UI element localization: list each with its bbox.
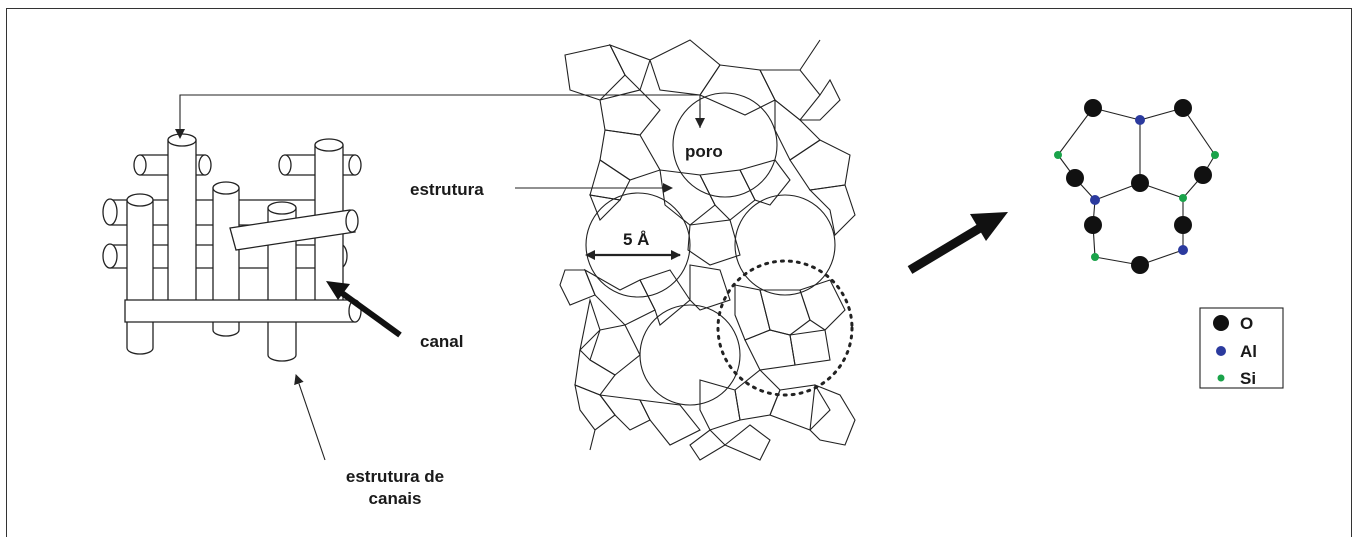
legend-oxygen-swatch xyxy=(1213,315,1229,331)
legend-silicon-label: Si xyxy=(1240,369,1256,388)
vertical-tube xyxy=(167,133,197,307)
legend-silicon-swatch xyxy=(1217,374,1225,382)
big-arrowhead xyxy=(970,212,1008,241)
channel-structure-arrow xyxy=(294,374,326,461)
oxygen-atom xyxy=(1131,256,1149,274)
big-arrow-shaft xyxy=(907,221,988,274)
oxygen-atom xyxy=(1194,166,1212,184)
vertical-tube xyxy=(212,181,240,337)
silicon-atom xyxy=(1091,253,1099,261)
pore-ring xyxy=(639,304,741,406)
horizontal-tube xyxy=(229,209,359,251)
canal-arrow-shaft xyxy=(333,285,402,338)
figure-frame xyxy=(6,8,1352,537)
silicon-atom xyxy=(1211,151,1219,159)
channel-structure-drawing xyxy=(102,133,362,362)
aluminum-atom xyxy=(1135,115,1145,125)
legend: O Al Si xyxy=(1199,307,1284,389)
canal-label: canal xyxy=(420,332,463,351)
vertical-tube xyxy=(126,193,154,355)
pore-size-label: 5 Å xyxy=(623,230,649,249)
atoms xyxy=(1054,99,1219,274)
oxygen-atom xyxy=(1066,169,1084,187)
oxygen-atom xyxy=(1084,99,1102,117)
canal-arrowhead xyxy=(326,281,350,300)
oxygen-atom xyxy=(1174,99,1192,117)
aluminum-atom xyxy=(1178,245,1188,255)
legend-aluminum-swatch xyxy=(1216,346,1226,356)
legend-oxygen-label: O xyxy=(1240,314,1253,333)
silicon-atom xyxy=(1179,194,1187,202)
oxygen-atom xyxy=(1174,216,1192,234)
oxygen-atom xyxy=(1131,174,1149,192)
channel-structure-label-line1: estrutura de xyxy=(346,467,444,486)
estrutura-label: estrutura xyxy=(410,180,484,199)
pore-ring xyxy=(672,92,778,198)
horizontal-tube xyxy=(124,299,362,323)
silicon-atom xyxy=(1054,151,1062,159)
oxygen-atom xyxy=(1084,216,1102,234)
aluminum-atom xyxy=(1090,195,1100,205)
vertical-tube xyxy=(267,201,297,362)
legend-aluminum-label: Al xyxy=(1240,342,1257,361)
highlight-circle xyxy=(716,259,854,397)
zeolite-framework xyxy=(559,39,856,461)
channel-structure-label-line2: canais xyxy=(369,489,422,508)
pore-ring xyxy=(585,192,691,298)
pore-ring xyxy=(734,194,836,296)
pore-to-channel-connector xyxy=(175,94,701,139)
poro-label: poro xyxy=(685,142,723,161)
